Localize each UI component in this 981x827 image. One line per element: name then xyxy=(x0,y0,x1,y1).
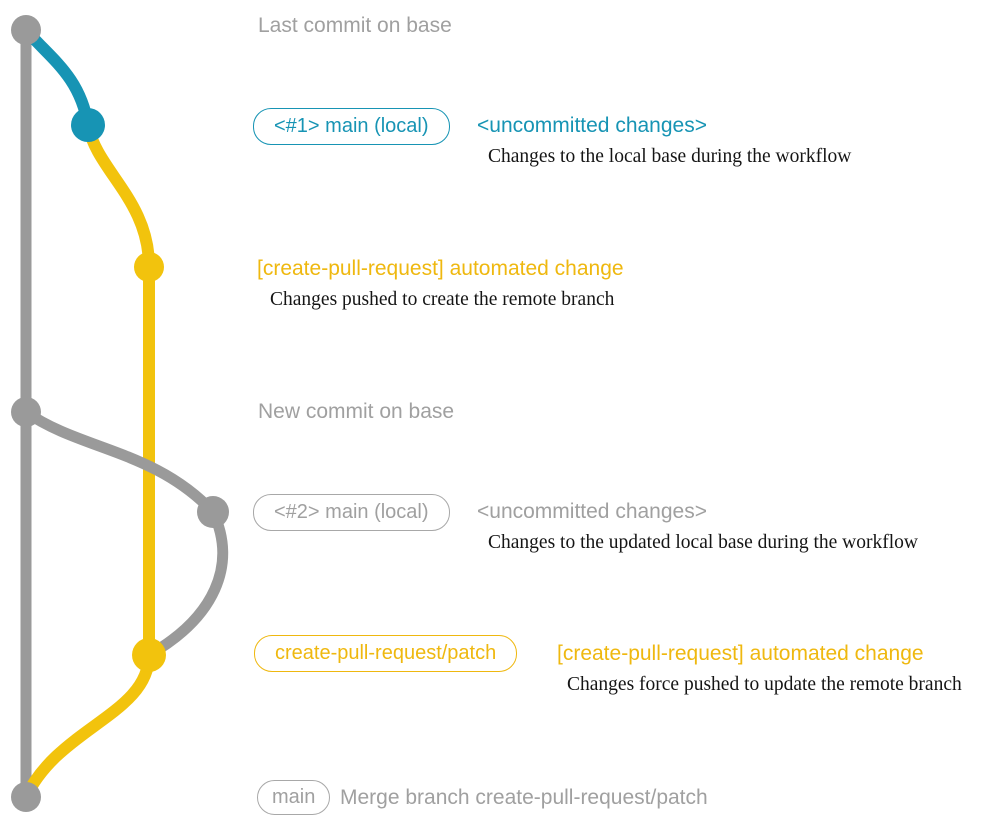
branch-tag-main-local-1: <#1> main (local) xyxy=(253,108,450,145)
new-commit-label: New commit on base xyxy=(258,400,455,423)
branch2-note: Changes to the updated local base during… xyxy=(488,532,918,553)
branch-line-main-local-2 xyxy=(20,406,219,518)
automated-change-label-2: [create-pull-request] automated change xyxy=(557,642,924,665)
automated-change-label-1: [create-pull-request] automated change xyxy=(257,257,624,280)
branch-tag-main-local-2: <#2> main (local) xyxy=(253,494,450,531)
push1-note: Changes pushed to create the remote bran… xyxy=(270,289,615,310)
branch-tag-main: main xyxy=(257,780,331,815)
commit-node-automated-change-1 xyxy=(134,252,164,282)
merge-branch-label: Merge branch create-pull-request/patch xyxy=(340,786,708,809)
commit-node-automated-change-2 xyxy=(132,638,166,672)
branch-line-main-local-1 xyxy=(20,24,94,131)
push2-note: Changes force pushed to update the remot… xyxy=(567,674,962,695)
branch1-note: Changes to the local base during the wor… xyxy=(488,146,852,167)
branch-line-main-local-2-rebase xyxy=(143,506,229,661)
last-commit-label: Last commit on base xyxy=(258,14,452,37)
commit-node-merge xyxy=(11,782,41,812)
uncommitted-changes-label-1: <uncommitted changes> xyxy=(477,114,707,137)
uncommitted-changes-label-2: <uncommitted changes> xyxy=(477,500,707,523)
commit-node-new-base xyxy=(11,397,41,427)
branch-tag-patch: create-pull-request/patch xyxy=(254,635,518,672)
commit-node-main-local-2 xyxy=(197,496,229,528)
commit-node-main-local-1 xyxy=(71,108,105,142)
commit-node-last-base xyxy=(11,15,41,45)
